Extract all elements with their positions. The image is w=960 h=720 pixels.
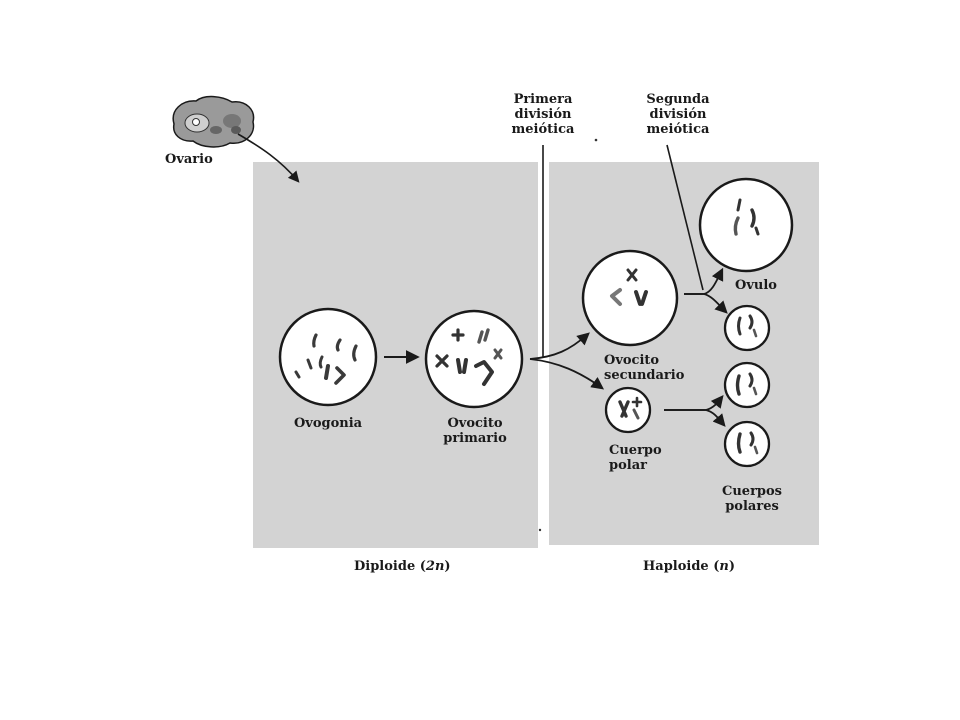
speck bbox=[594, 138, 598, 142]
polar-body-small-3 bbox=[723, 420, 771, 468]
ovary-arrow bbox=[237, 133, 300, 183]
label-diploide-word: Diploide bbox=[354, 559, 416, 574]
first-division-arrow-lower bbox=[529, 358, 605, 390]
ovulo-cell bbox=[698, 177, 794, 273]
label-haploide-symbol: n bbox=[719, 559, 729, 574]
label-cuerpo-polar: Cuerpo polar bbox=[609, 443, 662, 473]
label-haploide: Haploide (n) bbox=[643, 559, 736, 574]
label-ovogonia: Ovogonia bbox=[293, 416, 363, 431]
label-ovocito-primario: Ovocito primario bbox=[443, 416, 507, 446]
label-ovocito-secundario: Ovocito secundario bbox=[604, 353, 685, 383]
second-division-line bbox=[666, 144, 704, 291]
primary-oocyte-cell bbox=[424, 309, 524, 409]
label-ovulo: Ovulo bbox=[735, 278, 777, 293]
label-diploide-symbol: 2n bbox=[425, 559, 445, 574]
label-ovario: Ovario bbox=[165, 152, 213, 167]
polar-body-cell bbox=[604, 386, 652, 434]
label-cuerpos-polares: Cuerpos polares bbox=[722, 484, 782, 514]
polar-body-small-1 bbox=[723, 304, 771, 352]
ovogonia-cell bbox=[278, 307, 378, 407]
label-segunda-division: Segunda división meiótica bbox=[646, 92, 710, 137]
polar-body-small-2 bbox=[723, 361, 771, 409]
polar-to-polar-lower-arrow bbox=[664, 409, 726, 427]
label-primera-division: Primera división meiótica bbox=[511, 92, 575, 137]
secondary-oocyte-cell bbox=[581, 249, 679, 347]
speck bbox=[538, 528, 542, 532]
ovary-illustration bbox=[172, 95, 255, 148]
secondary-to-polar-body-arrow bbox=[684, 293, 728, 314]
label-haploide-word: Haploide bbox=[643, 559, 709, 574]
first-division-arrow-upper bbox=[529, 332, 590, 360]
label-diploide: Diploide (2n) bbox=[354, 559, 451, 574]
